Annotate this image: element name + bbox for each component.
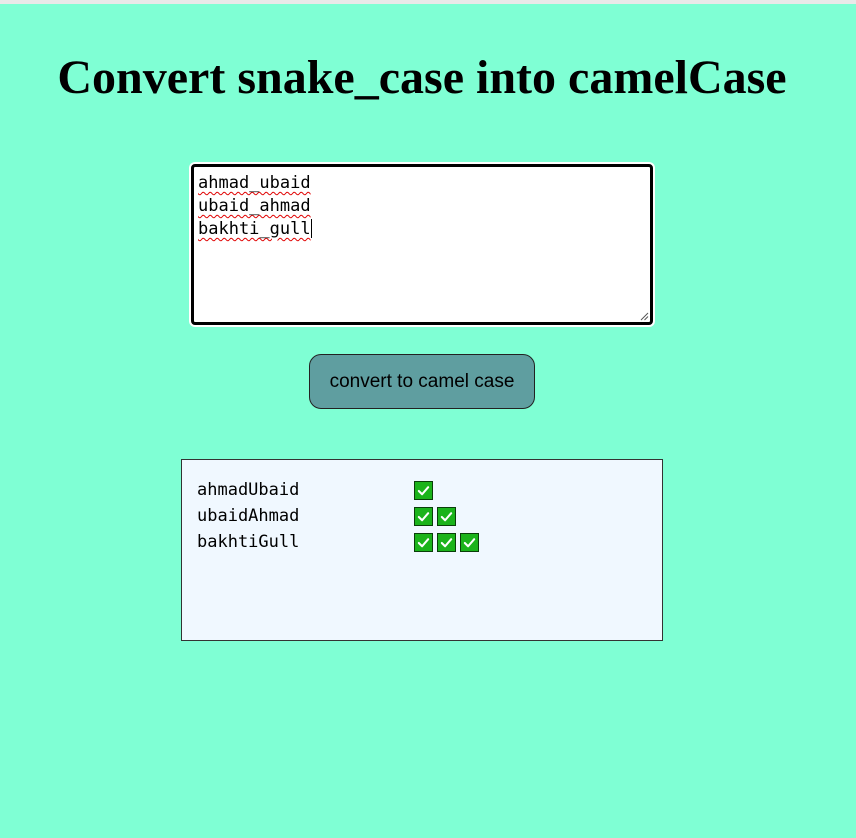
input-line: ubaid_ahmad bbox=[198, 195, 646, 218]
convert-button[interactable]: convert to camel case bbox=[309, 354, 535, 409]
check-group bbox=[414, 480, 437, 500]
input-line-text: ahmad_ubaid bbox=[198, 173, 311, 193]
input-line: bakhti_gull bbox=[198, 218, 646, 241]
check-mark-icon bbox=[414, 480, 433, 500]
input-line: ahmad_ubaid bbox=[198, 172, 646, 195]
check-group bbox=[414, 506, 460, 526]
input-line-text: bakhti_gull bbox=[198, 219, 311, 239]
text-caret bbox=[310, 219, 312, 238]
check-mark-icon bbox=[414, 532, 433, 552]
resize-grip-icon[interactable] bbox=[639, 311, 649, 321]
output-row: ahmadUbaid bbox=[197, 477, 437, 503]
camel-case-word: ahmadUbaid bbox=[197, 480, 300, 500]
output-row: ubaidAhmad bbox=[197, 503, 460, 529]
check-mark-icon bbox=[460, 532, 479, 552]
check-mark-icon bbox=[414, 506, 433, 526]
output-row: bakhtiGull bbox=[197, 529, 483, 555]
camel-case-word: bakhtiGull bbox=[197, 532, 300, 552]
page-title: Convert snake_case into camelCase bbox=[57, 51, 787, 104]
input-line-text: ubaid_ahmad bbox=[198, 196, 311, 216]
output-panel: ahmadUbaid ubaidAhmad bakhtiGull bbox=[181, 459, 663, 641]
check-mark-icon bbox=[437, 506, 456, 526]
snake-case-input[interactable]: ahmad_ubaid ubaid_ahmad bakhti_gull bbox=[191, 164, 653, 325]
check-group bbox=[414, 532, 483, 552]
input-text-area[interactable]: ahmad_ubaid ubaid_ahmad bakhti_gull bbox=[194, 167, 650, 322]
top-border bbox=[0, 0, 856, 4]
camel-case-word: ubaidAhmad bbox=[197, 506, 300, 526]
check-mark-icon bbox=[437, 532, 456, 552]
